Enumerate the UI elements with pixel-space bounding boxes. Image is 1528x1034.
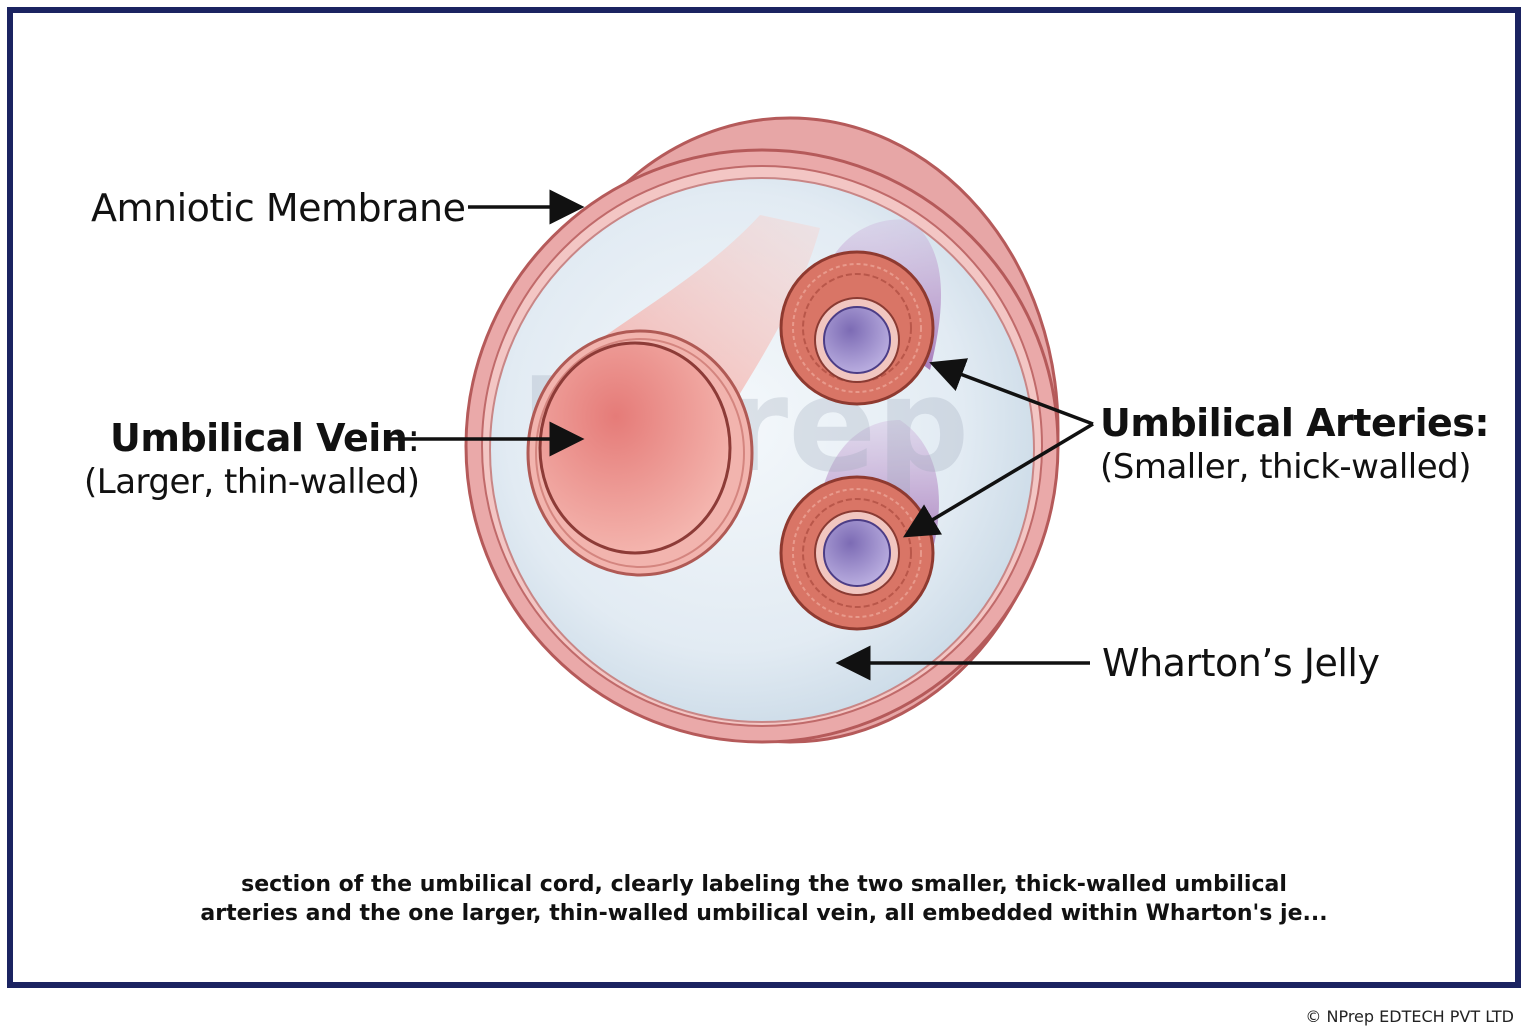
- label-umbilical-vein: Umbilical Vein:: [110, 416, 420, 460]
- label-umbilical-arteries: Umbilical Arteries:: [1100, 401, 1490, 445]
- label-amniotic-membrane: Amniotic Membrane: [91, 186, 466, 230]
- umbilical-artery-top: [779, 250, 935, 406]
- copyright-notice: © NPrep EDTECH PVT LTD: [1305, 1007, 1514, 1026]
- label-umbilical-vein-description: (Larger, thin-walled): [84, 462, 420, 502]
- arrow-umbilical-artery-top: [929, 358, 1094, 426]
- arrow-umbilical-artery-bottom: [902, 422, 1094, 538]
- umbilical-vein: [526, 329, 754, 577]
- umbilical-artery-bottom: [779, 475, 935, 631]
- caption-line-1: section of the umbilical cord, clearly l…: [241, 872, 1287, 897]
- caption: section of the umbilical cord, clearly l…: [60, 870, 1468, 928]
- caption-line-2: arteries and the one larger, thin-walled…: [200, 901, 1328, 926]
- label-umbilical-arteries-description: (Smaller, thick-walled): [1100, 447, 1471, 487]
- label-umbilical-vein-colon: :: [407, 416, 420, 460]
- label-umbilical-vein-text: Umbilical Vein: [110, 416, 408, 460]
- label-whartons-jelly: Wharton’s Jelly: [1102, 641, 1380, 685]
